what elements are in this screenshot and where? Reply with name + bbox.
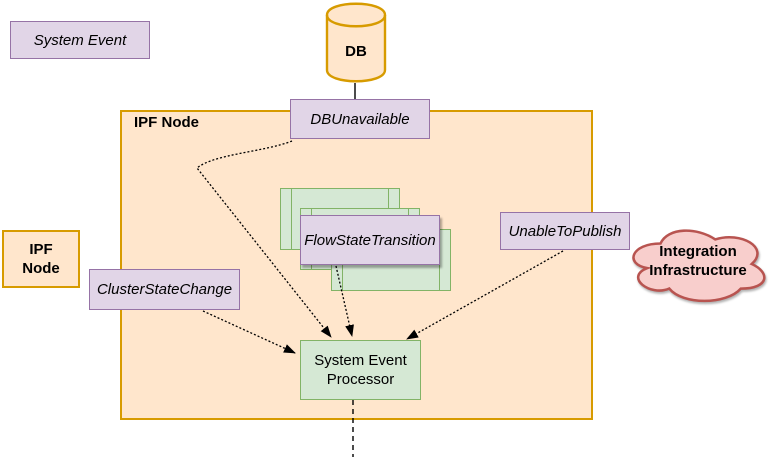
processor-line1: System Event [314,352,407,369]
db-label: DB [345,43,367,60]
integration-infrastructure-cloud [632,229,766,303]
integration-cloud-line2: Infrastructure [649,262,747,279]
dbunavailable-label: DBUnavailable [310,110,410,128]
db-cylinder-rim [325,14,387,28]
cloud-shape [632,229,766,303]
event-box-unabletopublish: UnableToPublish [500,212,630,250]
ipf-node-legend-line2: Node [22,260,60,277]
processor-line2: Processor [326,371,395,388]
unabletopublish-label: UnableToPublish [508,222,622,240]
ipf-node-container-label: IPF Node [134,114,200,131]
integration-cloud-line1: Integration [659,243,737,260]
system-event-legend: System Event [10,21,150,59]
integration-cloud-label: Integration Infrastructure [630,238,766,284]
ipf-node-legend: IPF Node [2,230,80,288]
event-box-clusterstatechange: ClusterStateChange [89,269,240,310]
db-cylinder: DB [325,2,387,83]
clusterstatechange-label: ClusterStateChange [96,281,233,298]
event-box-flowstatetransition: FlowStateTransition [300,215,440,265]
event-box-dbunavailable: DBUnavailable [290,99,430,139]
system-event-processor: System Event Processor [300,340,421,400]
system-event-legend-label: System Event [33,31,127,49]
ipf-node-legend-line1: IPF [29,241,53,258]
db-cylinder-shape [325,2,387,83]
flowstatetransition-label: FlowStateTransition [304,231,436,249]
